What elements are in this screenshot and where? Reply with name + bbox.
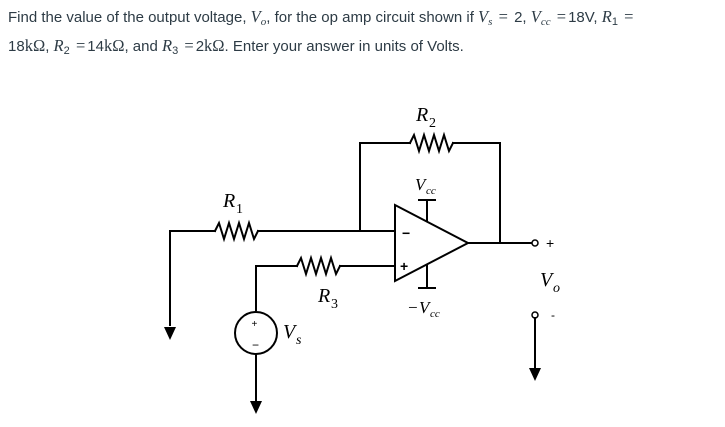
voltage-source: + − [234, 311, 278, 401]
output-terminal: + - [467, 235, 555, 368]
r1-value: 18 [8, 38, 25, 55]
question-text: Find the value of the output voltage, Vo… [8, 5, 720, 63]
ground-arrow-source [250, 401, 262, 414]
vcc-value: 18V [568, 9, 594, 26]
r1-label-subscript: 1 [236, 202, 243, 217]
ground-arrow-left [164, 327, 176, 340]
vcc-bottom-prefix: − [408, 298, 418, 317]
r2-symbol: R [53, 36, 64, 55]
r1-branch [169, 219, 396, 326]
r1-unit: kΩ [24, 36, 46, 55]
equals-sign: = [498, 7, 508, 26]
feedback-path [359, 131, 501, 244]
r2-value: 14 [87, 38, 104, 55]
vcc-bottom-symbol: V [419, 298, 432, 317]
r3-label-symbol: R [317, 285, 330, 307]
r1-label-symbol: R [222, 190, 235, 212]
vs-label-subscript: s [296, 333, 302, 348]
question-intro: Find the value of the output voltage, [8, 9, 251, 26]
vs-symbol: V [478, 7, 489, 26]
equals-sign: = [75, 36, 86, 55]
vo-symbol: V [250, 7, 261, 26]
r3-symbol: R [161, 36, 173, 55]
r1-symbol: R [601, 7, 612, 26]
r3-unit: kΩ [204, 36, 225, 55]
source-plus-sign: + [252, 319, 258, 330]
r2-label-symbol: R [415, 104, 428, 126]
vo-label-symbol: V [540, 269, 555, 291]
and-text: , and [124, 38, 162, 55]
equals-sign: = [556, 7, 567, 26]
opamp-minus-sign: − [402, 225, 410, 241]
vs-subscript: s [488, 16, 493, 28]
vcc-top-symbol: V [415, 175, 428, 194]
ground-arrow-output [529, 368, 541, 381]
r3-branch [255, 254, 396, 311]
vcc-bottom-subscript: cc [430, 308, 440, 320]
opamp-plus-sign: + [400, 258, 408, 274]
output-minus-sign: - [551, 308, 555, 322]
r3-value: 2 [195, 38, 205, 55]
r3-label-subscript: 3 [331, 297, 338, 312]
output-plus-sign: + [546, 235, 554, 251]
vcc-top-subscript: cc [426, 185, 436, 197]
equals-sign: = [184, 36, 194, 55]
separator: , [45, 38, 54, 55]
question-middle: , for the op amp circuit shown if [266, 9, 479, 26]
r2-unit: kΩ [103, 36, 125, 55]
question-tail: . Enter your answer in units of Volts. [224, 38, 464, 55]
op-amp: − + [394, 199, 471, 289]
r1-subscript: 1 [611, 16, 618, 28]
separator: , [593, 9, 602, 26]
equals-sign: = [624, 7, 634, 26]
separator: , [522, 9, 531, 26]
source-minus-sign: − [252, 338, 259, 352]
vcc-subscript: cc [540, 16, 551, 28]
vo-label-subscript: o [553, 281, 560, 296]
r3-subscript: 3 [172, 45, 179, 57]
r2-label-subscript: 2 [429, 116, 436, 131]
r2-subscript: 2 [63, 45, 70, 57]
vs-label-symbol: V [283, 321, 298, 343]
vo-subscript: o [260, 16, 267, 28]
vs-value: 2 [514, 9, 523, 26]
vcc-symbol: V [530, 7, 541, 26]
